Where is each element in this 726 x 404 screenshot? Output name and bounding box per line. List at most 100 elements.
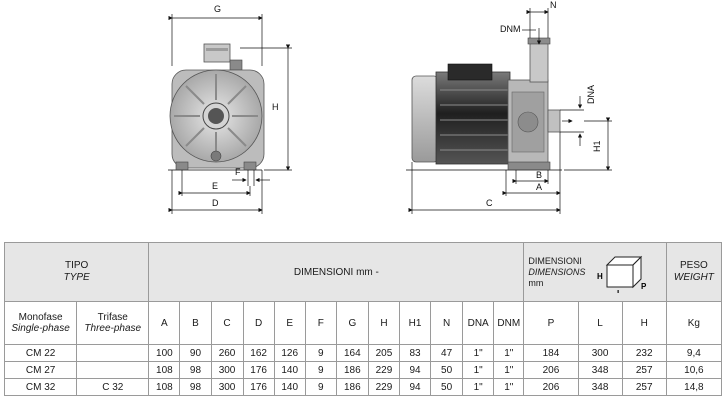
cell-DNA: 1"	[462, 378, 495, 396]
type-label: TYPE	[63, 272, 90, 284]
dimensions-header-cell: DIMENSIONI mm -	[148, 241, 525, 303]
front-view-labels: G H F E D	[212, 4, 279, 208]
cell-D: 162	[242, 344, 275, 363]
side-view-dimensions	[408, 8, 612, 214]
cell-N: 47	[430, 344, 464, 363]
cell-E: 126	[273, 344, 306, 363]
peso-label: PESO	[679, 260, 708, 272]
cell-G: 186	[335, 361, 369, 380]
cell-DNM: 1"	[493, 344, 525, 363]
label-B: B	[536, 170, 542, 180]
tipo-label: TIPO	[65, 260, 89, 272]
col-header-E: E	[273, 301, 306, 346]
type-header-cell: TIPO TYPE	[3, 241, 150, 303]
label-DNM: DNM	[500, 24, 521, 34]
cell-pack-P: 184	[523, 344, 579, 363]
pack-unit-label: mm	[528, 277, 544, 288]
table-column-header-row: Monofase Single-phase Trifase Three-phas…	[3, 301, 723, 346]
col-header-DNA: DNA	[462, 301, 495, 346]
box-icon-p: P	[641, 282, 647, 291]
cell-kg: 14,8	[665, 378, 723, 396]
cell-pack-L: 300	[577, 344, 623, 363]
weight-label: WEIGHT	[673, 272, 714, 284]
cell-D: 176	[242, 361, 275, 380]
row-mono: CM 27	[3, 361, 78, 380]
box-icon-l: L	[617, 289, 622, 293]
col-header-H: H	[367, 301, 400, 346]
single-phase-label: Single-phase	[11, 323, 70, 335]
label-F: F	[235, 167, 241, 177]
col-header-kg: Kg	[665, 301, 723, 346]
cell-B: 98	[179, 378, 212, 396]
col-header-H1: H1	[398, 301, 432, 346]
cell-pack-L: 348	[577, 378, 623, 396]
cell-G: 186	[335, 378, 369, 396]
col-header-pack-H: H	[621, 301, 667, 346]
specification-table: TIPO TYPE DIMENSIONI mm - DIMENSIONI DIM…	[3, 241, 723, 396]
col-header-N: N	[430, 301, 464, 346]
table-row: CM 27 108 98 300 176 140 9 186 229 94 50…	[3, 361, 723, 380]
monofase-label: Monofase	[18, 312, 63, 324]
cell-F: 9	[304, 344, 337, 363]
box-icon-h: H	[597, 272, 603, 281]
cell-G: 164	[335, 344, 369, 363]
cell-H: 205	[367, 344, 400, 363]
cell-H: 229	[367, 361, 400, 380]
trifase-header: Trifase Three-phase	[76, 301, 150, 346]
side-view-labels: N DNM DNA H1 B A C	[486, 0, 602, 208]
col-header-A: A	[148, 301, 181, 346]
col-header-pack-L: L	[577, 301, 623, 346]
row-mono: CM 22	[3, 344, 78, 363]
cell-DNA: 1"	[462, 344, 495, 363]
cell-DNM: 1"	[493, 361, 525, 380]
cell-H1: 83	[398, 344, 432, 363]
cell-kg: 9,4	[665, 344, 723, 363]
trifase-label: Trifase	[97, 312, 128, 324]
cell-C: 300	[210, 378, 244, 396]
label-D: D	[212, 198, 219, 208]
label-G: G	[214, 4, 221, 14]
weight-header-cell: PESO WEIGHT	[665, 241, 723, 303]
front-view-dimensions	[168, 14, 292, 214]
cell-DNA: 1"	[462, 361, 495, 380]
label-H: H	[272, 102, 279, 112]
col-header-C: C	[210, 301, 244, 346]
cell-kg: 10,6	[665, 361, 723, 380]
cell-B: 98	[179, 361, 212, 380]
cell-F: 9	[304, 361, 337, 380]
cell-D: 176	[242, 378, 275, 396]
label-DNA: DNA	[586, 85, 596, 104]
packaging-header-cell: DIMENSIONI DIMENSIONS mm H L P	[523, 241, 667, 303]
cell-F: 9	[304, 378, 337, 396]
cell-A: 108	[148, 378, 181, 396]
cell-A: 108	[148, 361, 181, 380]
cell-N: 50	[430, 361, 464, 380]
three-phase-label: Three-phase	[84, 323, 142, 335]
col-header-G: G	[335, 301, 369, 346]
row-tri	[76, 344, 150, 363]
monofase-header: Monofase Single-phase	[3, 301, 78, 346]
cell-C: 260	[210, 344, 244, 363]
cell-E: 140	[273, 378, 306, 396]
row-mono: CM 32	[3, 378, 78, 396]
cell-DNM: 1"	[493, 378, 525, 396]
col-header-B: B	[179, 301, 212, 346]
pack-dimensioni-label: DIMENSIONI	[528, 255, 582, 266]
cell-pack-P: 206	[523, 378, 579, 396]
cell-C: 300	[210, 361, 244, 380]
dimensioni-label: DIMENSIONI mm -	[293, 266, 379, 278]
cell-N: 50	[430, 378, 464, 396]
col-header-F: F	[304, 301, 337, 346]
label-C: C	[486, 198, 493, 208]
cell-H1: 94	[398, 361, 432, 380]
cell-A: 100	[148, 344, 181, 363]
row-tri: C 32	[76, 378, 150, 396]
col-header-DNM: DNM	[493, 301, 525, 346]
technical-drawings: G H F E D	[168, 0, 612, 214]
col-header-D: D	[242, 301, 275, 346]
side-view-pump	[406, 37, 562, 171]
cell-pack-H: 257	[621, 361, 667, 380]
table-row: CM 32 C 32 108 98 300 176 140 9 186 229 …	[3, 378, 723, 396]
cell-B: 90	[179, 344, 212, 363]
cell-pack-L: 348	[577, 361, 623, 380]
